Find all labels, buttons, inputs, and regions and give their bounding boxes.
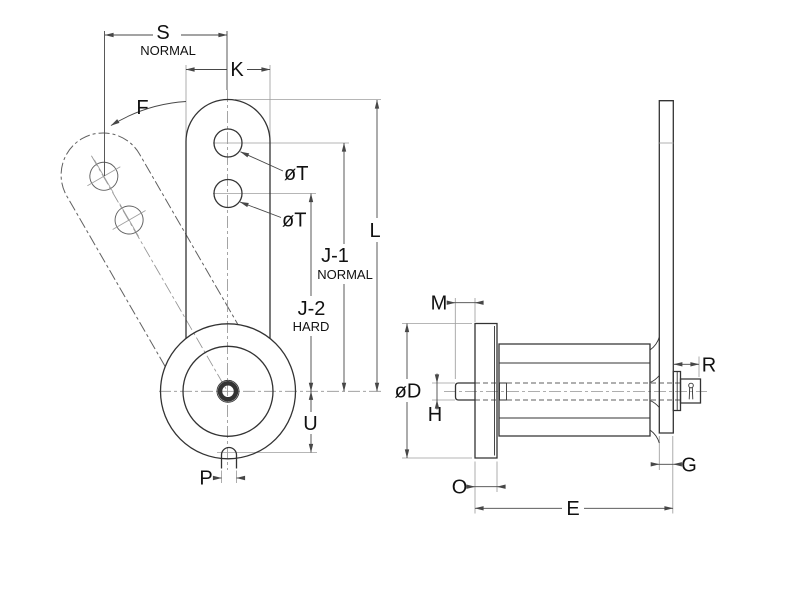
ext-lines-p xyxy=(221,470,237,483)
dim-label-d: øD xyxy=(395,381,422,403)
dim-label-g: G xyxy=(681,455,697,477)
flange-circle xyxy=(159,323,297,460)
dim-label-k: K xyxy=(230,59,244,81)
bottom-tab xyxy=(220,446,238,469)
flange-side xyxy=(474,322,498,459)
plate-hole-top xyxy=(213,128,243,158)
angle-label-f: F xyxy=(136,97,148,119)
washer-side xyxy=(672,370,682,412)
dim-p: P xyxy=(199,468,246,490)
dim-note-s: NORMAL xyxy=(140,43,196,58)
hollow-pin-end xyxy=(217,381,239,402)
dim-u: U xyxy=(303,390,318,453)
pin-boss xyxy=(499,382,507,401)
phantom-hole-centermarks xyxy=(87,159,146,237)
side-view: M øD H O E xyxy=(395,100,716,520)
ext-lines-d xyxy=(402,323,472,459)
dim-label-p: P xyxy=(199,468,212,490)
dim-s: S NORMAL xyxy=(104,22,228,58)
dim-label-h: H xyxy=(428,404,442,426)
roller-surface-lines xyxy=(499,362,650,419)
pin-head-side xyxy=(679,378,702,404)
phantom-link-plate xyxy=(60,132,239,389)
dim-j1: J-1 NORMAL xyxy=(317,142,373,392)
pin-left-end xyxy=(454,382,475,401)
roller-plate-fillets xyxy=(649,336,660,444)
dim-label-s: S xyxy=(156,22,169,44)
attachment-plate-side xyxy=(658,100,674,434)
dim-r: R xyxy=(673,355,716,377)
dim-k: K xyxy=(185,59,271,81)
dim-label-t-bottom: øT xyxy=(282,210,306,232)
dim-label-e: E xyxy=(566,498,579,520)
dim-label-t-top: øT xyxy=(284,163,308,185)
front-view: S NORMAL K F øT øT L xyxy=(60,22,381,490)
dim-m: M xyxy=(431,293,484,315)
dim-label-l: L xyxy=(369,220,380,242)
dim-d: øD xyxy=(395,323,422,459)
pin-chamfer-circle xyxy=(216,379,240,403)
ext-lines-k xyxy=(185,65,271,139)
dim-j2: J-2 HARD xyxy=(293,193,330,392)
dim-t-top: øT xyxy=(240,151,308,185)
link-plate-outline xyxy=(185,98,271,339)
dim-label-o: O xyxy=(452,477,468,499)
roller-circle xyxy=(182,345,274,437)
dim-label-j1: J-1 xyxy=(321,245,349,267)
dim-label-u: U xyxy=(303,413,317,435)
roller-side xyxy=(498,343,651,437)
dim-e: E xyxy=(474,498,674,520)
dim-o: O xyxy=(452,477,506,499)
dim-label-m: M xyxy=(431,293,448,315)
dim-l: L xyxy=(369,99,381,392)
dim-f: F xyxy=(110,97,187,126)
dim-note-j1: NORMAL xyxy=(317,267,373,282)
hidden-pin-lines xyxy=(475,382,681,401)
dim-label-j2: J-2 xyxy=(298,298,326,320)
phantom-plate-centerline xyxy=(91,155,227,389)
dim-t-bottom: øT xyxy=(239,201,306,232)
angle-f-arc xyxy=(110,101,187,126)
dim-h: H xyxy=(428,373,442,426)
dim-note-j2: HARD xyxy=(293,319,330,334)
cotter-pin-icon xyxy=(688,382,694,400)
dim-label-r: R xyxy=(702,355,716,377)
plate-hole-bottom xyxy=(213,178,243,209)
dim-g: G xyxy=(650,455,697,477)
phantom-plate-outline xyxy=(60,132,239,367)
